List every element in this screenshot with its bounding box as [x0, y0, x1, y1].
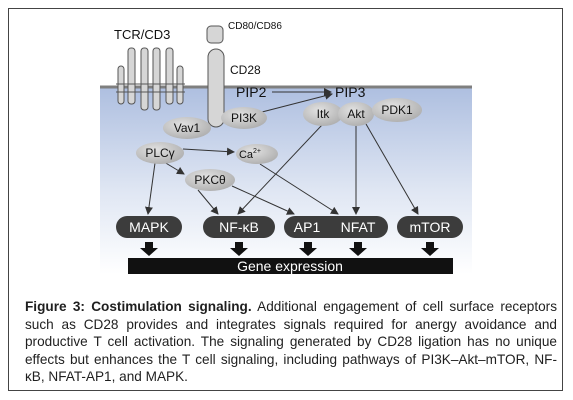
pkc-label: PKCθ: [194, 173, 226, 187]
arrow-ca-nfat: [259, 163, 339, 215]
vav1-node: [163, 117, 211, 139]
ap1-nfat-output: [284, 216, 388, 238]
arrow-down-mtor: [421, 242, 439, 256]
nfkb-label: NF-κB: [219, 219, 259, 235]
tcr-label: TCR/CD3: [114, 27, 170, 42]
arrow-akt-mtor: [365, 123, 419, 215]
pdk1-node: [372, 98, 422, 122]
tcr-cd3-complex: [116, 47, 185, 111]
arrow-pkc-nfkb: [197, 189, 219, 215]
pip2-label: PIP2: [236, 84, 267, 100]
arrow-down-ap1: [299, 242, 317, 256]
caption-text: Additional engagement of cell surface re…: [25, 299, 557, 385]
nfat-label: NFAT: [341, 219, 376, 235]
arrow-down-nfat: [349, 242, 367, 256]
arrow-plc-mapk: [144, 162, 156, 215]
arrow-down-mapk: [140, 242, 158, 256]
calcium-node: [236, 144, 278, 164]
arrow-pi3k-pip3: [261, 91, 333, 113]
gene-expression-label: Gene expression: [237, 258, 343, 274]
itk-node: [303, 102, 343, 126]
pi3k-label: PI3K: [231, 111, 257, 125]
pip3-label: PIP3: [335, 84, 366, 100]
cd28-label: CD28: [230, 63, 261, 77]
cd28-receptor: [207, 48, 225, 128]
mapk-output: [116, 216, 182, 238]
caption-title: Figure 3: Costimulation signaling.: [25, 299, 252, 314]
mtor-label: mTOR: [410, 219, 451, 235]
arrow-down-nfkb: [230, 242, 248, 256]
arrow-plc-pkc: [163, 161, 185, 175]
cd80-cd86-ligand: [206, 25, 224, 44]
pi3k-node: [221, 107, 267, 129]
plcg-node: [136, 142, 184, 164]
nfkb-output: [203, 216, 275, 238]
mtor-output: [397, 216, 463, 238]
cd80-label: CD80/CD86: [228, 21, 282, 32]
pkc-node: [185, 169, 235, 191]
vav1-label: Vav1: [174, 121, 201, 135]
calcium-superscript: 2+: [253, 148, 261, 155]
akt-label: Akt: [347, 107, 365, 121]
ap1-label: AP1: [294, 219, 321, 235]
calcium-text: Ca: [239, 149, 254, 161]
figure-caption: Figure 3: Costimulation signaling. Addit…: [25, 298, 557, 386]
akt-node: [338, 102, 374, 126]
pdk1-label: PDK1: [381, 103, 413, 117]
arrow-pkc-ap1: [231, 185, 295, 215]
plcg-label: PLCγ: [145, 146, 174, 160]
calcium-label: Ca2+: [239, 148, 261, 161]
mapk-label: MAPK: [129, 219, 169, 235]
arrow-itk-nfkb: [237, 124, 323, 215]
gene-expression-bar: [128, 258, 453, 274]
down-arrows: [140, 242, 439, 256]
pathway-arrows: [144, 91, 419, 215]
itk-label: Itk: [317, 107, 331, 121]
arrow-plc-ca: [182, 147, 235, 156]
